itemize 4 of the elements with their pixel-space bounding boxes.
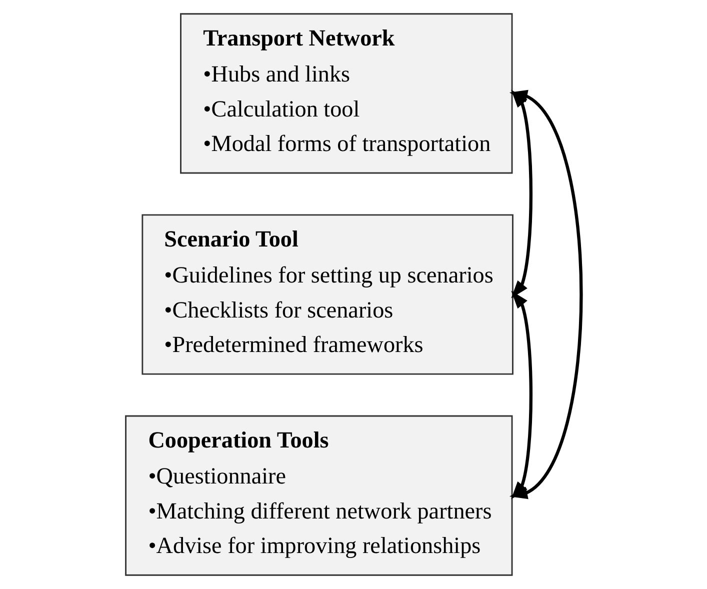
node-box: Scenario Tool •Guidelines for setting up scenarios •Checklists for scenarios •Predetermined frameworks: [142, 214, 514, 375]
node-box: Cooperation Tools •Questionnaire •Matching different network partners •Advise for improving relationships: [125, 415, 513, 576]
arrow: [511, 290, 533, 500]
node-box: Transport Network •Hubs and links •Calculation tool •Modal forms of transportation: [180, 13, 513, 174]
